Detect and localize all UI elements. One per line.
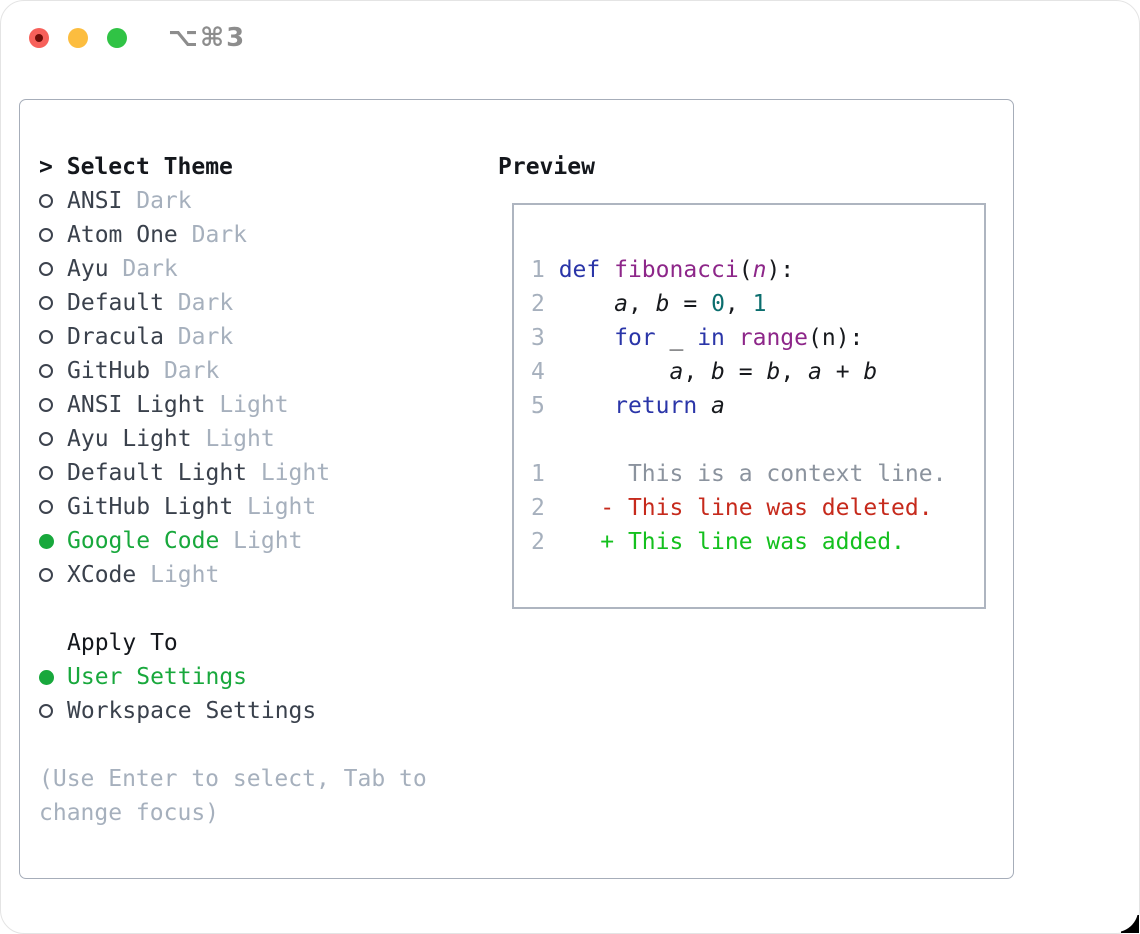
theme-option-github-light[interactable]: GitHub Light Light: [39, 490, 330, 524]
option-variant-label: Dark: [177, 222, 248, 248]
theme-option-google-code[interactable]: Google Code Light: [39, 524, 330, 558]
radio-icon: [39, 466, 53, 480]
code-line: 3 for _ in range(n):: [531, 325, 864, 351]
theme-option-github[interactable]: GitHub Dark: [39, 354, 330, 388]
diff-line: 1 This is a context line.: [531, 461, 947, 487]
option-label: GitHub Light: [67, 494, 234, 520]
option-label: Default Light: [67, 460, 248, 486]
option-label: Workspace Settings: [67, 698, 317, 724]
minimize-button[interactable]: [68, 28, 88, 48]
option-label: Ayu: [67, 256, 109, 282]
select-theme-header: > Select Theme: [39, 150, 330, 184]
titlebar: ⌥⌘3: [1, 1, 1139, 75]
option-label: ANSI Light: [67, 392, 206, 418]
radio-icon: [39, 330, 53, 344]
option-label: XCode: [67, 562, 137, 588]
option-variant-label: Light: [136, 562, 220, 588]
diff-line: 2 - This line was deleted.: [531, 495, 933, 521]
option-variant-label: Light: [191, 426, 275, 452]
help-line-1: (Use Enter to select, Tab to: [39, 766, 427, 792]
code-line: [531, 423, 946, 457]
code-line: [531, 219, 946, 253]
code-line: 2 a, b = 0, 1: [531, 291, 767, 317]
radio-icon: [39, 228, 53, 242]
apply-option-workspace-settings[interactable]: Workspace Settings: [39, 694, 316, 728]
option-variant-label: Dark: [163, 324, 234, 350]
code-line: 1 def fibonacci(n):: [531, 257, 795, 283]
radio-icon: [39, 398, 53, 412]
theme-option-ayu-light[interactable]: Ayu Light Light: [39, 422, 330, 456]
theme-option-xcode[interactable]: XCode Light: [39, 558, 330, 592]
window-shortcut-label: ⌥⌘3: [168, 23, 247, 53]
option-variant-label: Dark: [122, 188, 192, 214]
preview-header: Preview: [498, 154, 595, 180]
theme-option-ansi-light[interactable]: ANSI Light Light: [39, 388, 330, 422]
close-button[interactable]: [29, 28, 49, 48]
option-variant-label: Light: [219, 528, 303, 554]
option-label: Google Code: [67, 528, 220, 554]
help-text: (Use Enter to select, Tab to change focu…: [39, 762, 427, 830]
code-line: 5 return a: [531, 393, 725, 419]
radio-icon: [39, 194, 53, 208]
preview-lines: 1 def fibonacci(n): 2 a, b = 0, 1 3 for _ …: [531, 219, 946, 559]
option-label: User Settings: [67, 664, 248, 690]
theme-option-dracula[interactable]: Dracula Dark: [39, 320, 330, 354]
option-label: Atom One: [67, 222, 178, 248]
code-line: 4 a, b = b, a + b: [531, 359, 878, 385]
option-variant-label: Dark: [150, 358, 220, 384]
option-variant-label: Light: [205, 392, 289, 418]
radio-selected-icon: [39, 533, 54, 549]
help-line-2: change focus): [39, 800, 220, 826]
radio-icon: [39, 568, 53, 582]
option-label: Dracula: [67, 324, 164, 350]
apply-option-user-settings[interactable]: User Settings: [39, 660, 316, 694]
option-label: Ayu Light: [67, 426, 192, 452]
option-variant-label: Dark: [163, 290, 234, 316]
theme-option-ansi[interactable]: ANSI Dark: [39, 184, 330, 218]
option-variant-label: Light: [247, 460, 331, 486]
theme-option-ayu[interactable]: Ayu Dark: [39, 252, 330, 286]
theme-option-default-light[interactable]: Default Light Light: [39, 456, 330, 490]
radio-icon: [39, 364, 53, 378]
theme-option-default[interactable]: Default Dark: [39, 286, 330, 320]
diff-line: 2 + This line was added.: [531, 529, 905, 555]
option-variant-label: Dark: [108, 256, 178, 282]
select-theme-label: Select Theme: [66, 154, 233, 180]
theme-option-atom-one[interactable]: Atom One Dark: [39, 218, 330, 252]
radio-icon: [39, 432, 53, 446]
radio-icon: [39, 500, 53, 514]
option-label: ANSI: [67, 188, 123, 214]
preview-panel: [512, 203, 986, 609]
radio-icon: [39, 296, 53, 310]
option-variant-label: Light: [233, 494, 317, 520]
radio-icon: [39, 262, 53, 276]
option-label: GitHub: [67, 358, 151, 384]
corner-artifact: [1121, 915, 1139, 933]
apply-to-header: Apply To: [67, 630, 178, 656]
radio-icon: [39, 704, 53, 718]
radio-selected-icon: [39, 669, 54, 685]
option-label: Default: [67, 290, 164, 316]
zoom-button[interactable]: [107, 28, 127, 48]
prompt-icon: >: [39, 154, 53, 180]
